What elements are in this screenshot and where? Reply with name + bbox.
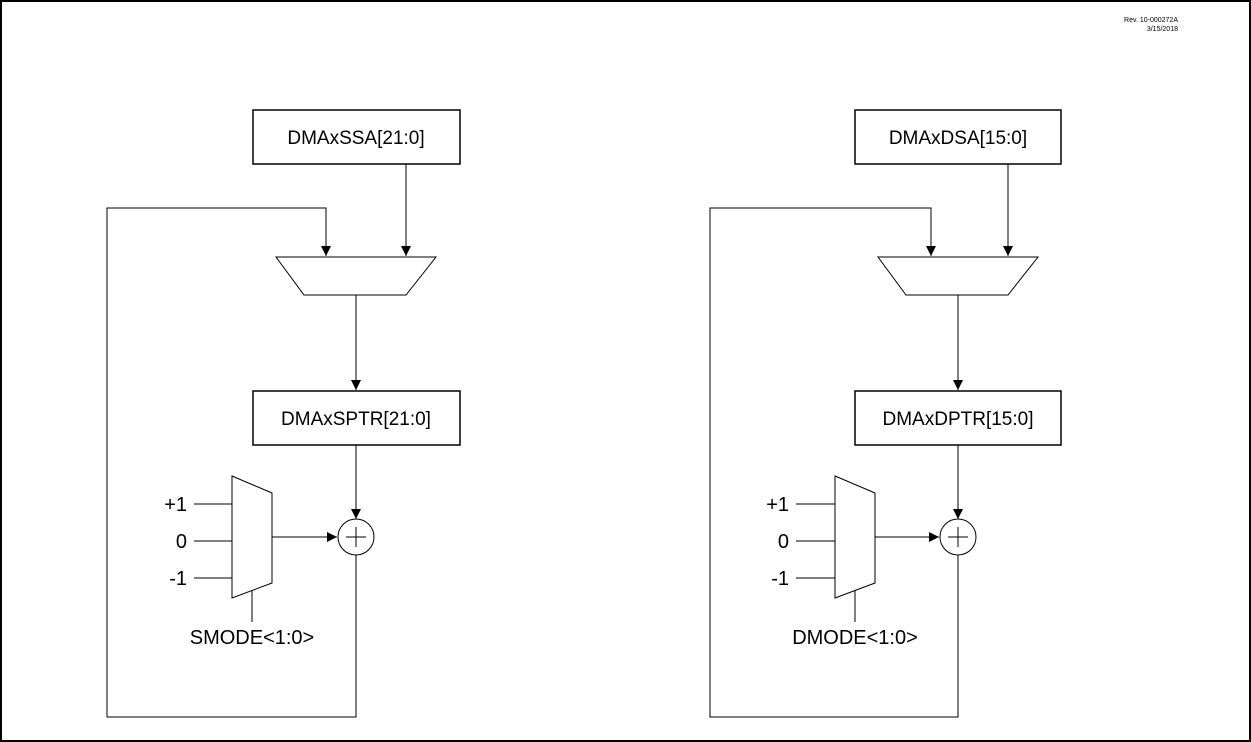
destination-pointer-register-box xyxy=(854,390,1062,446)
destination-address-register-label: DMAxDSA[15:0] xyxy=(889,128,1027,149)
destination-feedback-loop xyxy=(709,207,959,718)
destination-input-minus1-label: -1 xyxy=(771,568,789,590)
destination-address-block: DMAxDSA[15:0] DMAxDPTR[15:0] +1 0 -1 DMO… xyxy=(709,109,1062,718)
source-address-mux xyxy=(275,256,438,296)
destination-mode-select-label: DMODE<1:0> xyxy=(792,627,918,649)
destination-step-mux xyxy=(834,475,876,599)
destination-address-register-box xyxy=(854,109,1062,165)
revision-number: Rev. 10-000272A xyxy=(1124,17,1178,24)
source-address-register-label: DMAxSSA[21:0] xyxy=(287,128,424,149)
source-step-mux xyxy=(231,475,273,599)
source-input-zero-label: 0 xyxy=(176,531,187,553)
source-mode-select-label: SMODE<1:0> xyxy=(190,627,315,649)
source-address-register-box xyxy=(252,109,461,165)
revision-date: 3/15/2018 xyxy=(1147,26,1178,33)
destination-input-zero-label: 0 xyxy=(778,531,789,553)
source-input-minus1-label: -1 xyxy=(169,568,187,590)
source-input-plus1-label: +1 xyxy=(164,494,187,516)
source-pointer-register-label: DMAxSPTR[21:0] xyxy=(281,409,431,430)
source-pointer-register-box xyxy=(252,390,461,446)
destination-pointer-register-label: DMAxDPTR[15:0] xyxy=(883,409,1034,430)
source-address-block: DMAxSSA[21:0] DMAxSPTR[21:0] +1 0 -1 SMO… xyxy=(106,109,461,718)
destination-address-mux xyxy=(877,256,1040,296)
destination-input-plus1-label: +1 xyxy=(766,494,789,516)
source-feedback-loop xyxy=(106,207,357,718)
